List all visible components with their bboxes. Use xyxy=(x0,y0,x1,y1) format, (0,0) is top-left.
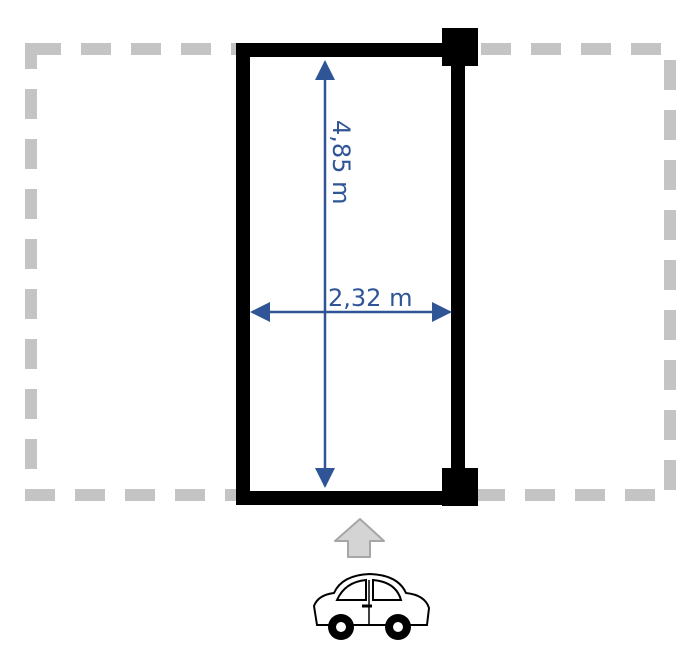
width-label: 2,32 m xyxy=(328,284,412,312)
corner-post-top xyxy=(442,28,478,66)
up-arrow-icon xyxy=(334,518,385,558)
car-icon xyxy=(312,572,431,640)
parking-space-outline xyxy=(236,43,465,505)
corner-post-bottom xyxy=(442,468,478,506)
length-label: 4,85 m xyxy=(327,120,355,204)
